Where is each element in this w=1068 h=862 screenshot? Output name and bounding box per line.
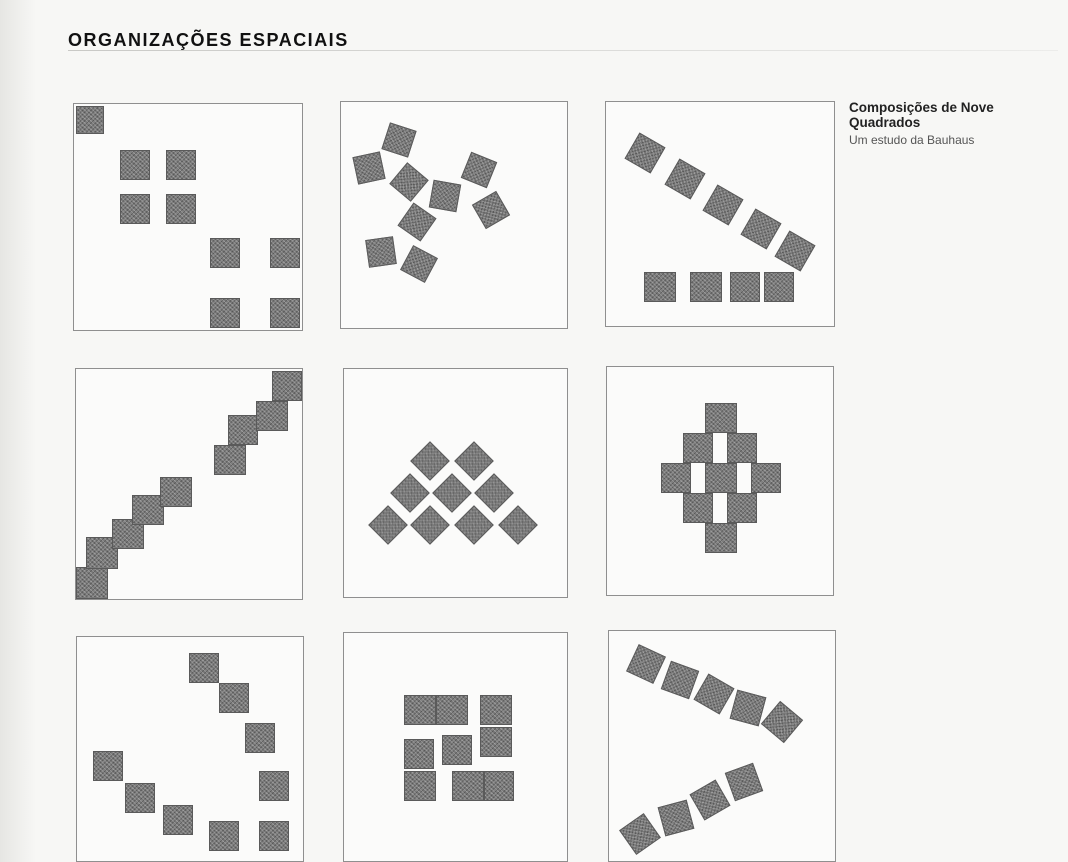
- square: [705, 523, 737, 553]
- square: [400, 245, 438, 283]
- square: [210, 298, 240, 328]
- square: [381, 122, 416, 157]
- square: [270, 238, 300, 268]
- caption-title: Composições de Nove Quadrados: [849, 100, 1068, 130]
- square: [410, 505, 450, 545]
- square: [76, 106, 104, 134]
- square: [625, 133, 666, 174]
- square: [436, 695, 468, 725]
- square: [619, 813, 661, 855]
- square: [120, 150, 150, 180]
- page-title: ORGANIZAÇÕES ESPACIAIS: [68, 30, 349, 51]
- composition-panel-3: [605, 101, 835, 327]
- square: [690, 272, 722, 302]
- square: [683, 493, 713, 523]
- square: [410, 441, 450, 481]
- square: [725, 763, 763, 801]
- page-gutter-shadow: [0, 0, 36, 862]
- square: [209, 821, 239, 851]
- square: [429, 180, 461, 212]
- square: [259, 771, 289, 801]
- square: [661, 463, 691, 493]
- square: [764, 272, 794, 302]
- square: [365, 236, 397, 268]
- square: [210, 238, 240, 268]
- composition-panel-4: [75, 368, 303, 600]
- square: [454, 441, 494, 481]
- square: [626, 644, 666, 684]
- square: [166, 194, 196, 224]
- square: [256, 401, 288, 431]
- square: [404, 695, 436, 725]
- square: [272, 371, 302, 401]
- composition-panel-9: [608, 630, 836, 862]
- square: [498, 505, 538, 545]
- square: [93, 751, 123, 781]
- square: [727, 493, 757, 523]
- square: [228, 415, 258, 445]
- square: [389, 162, 428, 201]
- square: [120, 194, 150, 224]
- square: [461, 152, 497, 188]
- square: [474, 473, 514, 513]
- square: [683, 433, 713, 463]
- square: [163, 805, 193, 835]
- caption-subtitle: Um estudo da Bauhaus: [849, 133, 1068, 147]
- square: [730, 690, 767, 727]
- square: [454, 505, 494, 545]
- square: [189, 653, 219, 683]
- composition-panel-6: [606, 366, 834, 596]
- square: [484, 771, 514, 801]
- composition-panel-1: [73, 103, 303, 331]
- square: [214, 445, 246, 475]
- square: [442, 735, 472, 765]
- square: [690, 780, 731, 821]
- square: [727, 433, 757, 463]
- square: [705, 463, 737, 493]
- square: [352, 151, 385, 184]
- square: [703, 185, 744, 226]
- square: [404, 739, 434, 769]
- square: [751, 463, 781, 493]
- composition-panel-2: [340, 101, 568, 329]
- composition-panel-5: [343, 368, 568, 598]
- square: [472, 191, 510, 229]
- square: [390, 473, 430, 513]
- composition-panel-7: [76, 636, 304, 862]
- square: [661, 661, 699, 699]
- square: [694, 674, 735, 715]
- square: [219, 683, 249, 713]
- square: [761, 701, 803, 743]
- square: [665, 159, 706, 200]
- square: [705, 403, 737, 433]
- square: [480, 727, 512, 757]
- square: [741, 209, 782, 250]
- figure-caption: Composições de Nove Quadrados Um estudo …: [849, 100, 1068, 147]
- title-rule: [68, 50, 1058, 51]
- square: [125, 783, 155, 813]
- square: [432, 473, 472, 513]
- square: [245, 723, 275, 753]
- square: [730, 272, 760, 302]
- square: [398, 203, 437, 242]
- square: [368, 505, 408, 545]
- square: [404, 771, 436, 801]
- square: [259, 821, 289, 851]
- square: [480, 695, 512, 725]
- square: [775, 231, 816, 272]
- square: [452, 771, 484, 801]
- square: [644, 272, 676, 302]
- square: [76, 567, 108, 599]
- square: [160, 477, 192, 507]
- square: [166, 150, 196, 180]
- composition-panel-8: [343, 632, 568, 862]
- square: [270, 298, 300, 328]
- square: [658, 800, 695, 837]
